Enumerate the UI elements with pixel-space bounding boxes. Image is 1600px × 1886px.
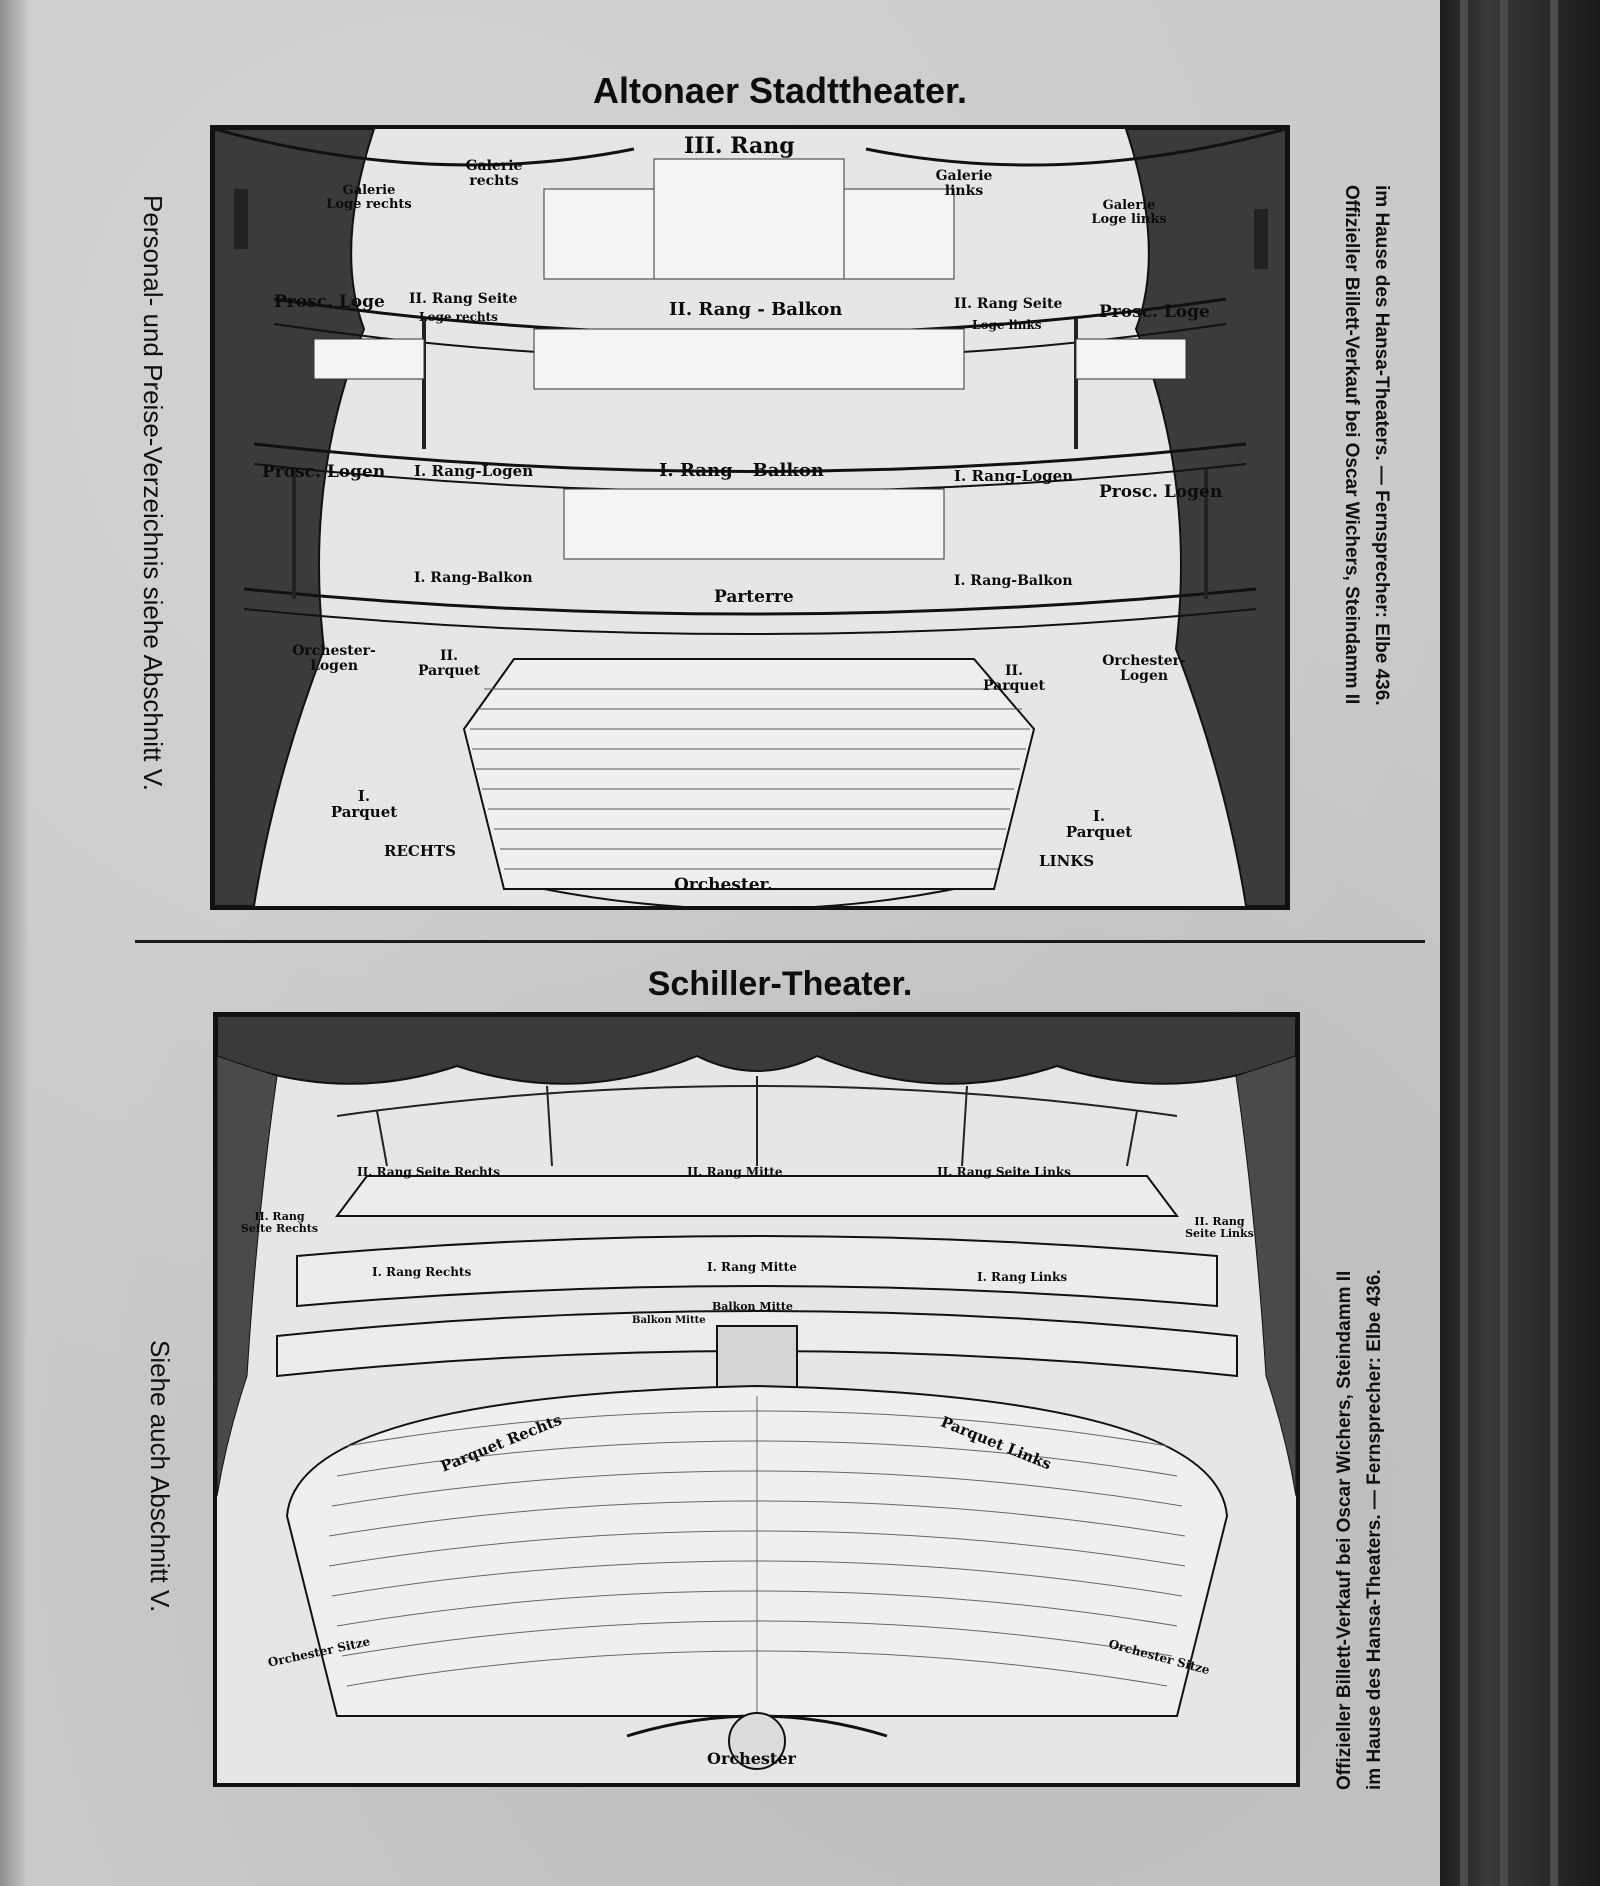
label-parterre: Parterre — [714, 587, 794, 607]
adjacent-pages-edge — [1440, 0, 1600, 1886]
label-i-parquet-left: I. Parquet — [330, 787, 398, 821]
label-rechts: RECHTS — [384, 842, 457, 860]
label-balkon-mitte-2: Balkon Mitte — [632, 1315, 706, 1326]
label-orchester-schiller: Orchester — [707, 1749, 796, 1768]
label-ii-rang-seite-links: II. Rang Seite Links — [937, 1165, 1071, 1179]
label-i-rang-rechts: I. Rang Rechts — [372, 1265, 472, 1279]
label-prosc-logen-left: Prosc. Logen — [262, 462, 386, 482]
label-galerie-loge-rechts: Galerie Loge rechts — [326, 183, 412, 212]
label-prosc-loge-right: Prosc. Loge — [1099, 302, 1210, 322]
label-ii-rang-balkon: II. Rang - Balkon — [669, 299, 843, 320]
label-i-rang-balkon-left: I. Rang-Balkon — [414, 570, 533, 586]
ticket-sale-note-bottom-line1: Offizieller Billett-Verkauf bei Oscar Wi… — [1334, 1270, 1355, 1790]
label-iii-rang: III. Rang — [684, 133, 795, 159]
label-balkon-mitte: Balkon Mitte — [712, 1300, 793, 1313]
schiller-plan-drawing — [217, 1016, 1296, 1770]
label-galerie-links: Galerie links — [935, 168, 993, 199]
side-note-siehe-auch: Siehe auch Abschnitt V. — [145, 1340, 175, 1613]
label-ii-rang-seite-links-side: II. Rang Seite Links — [1185, 1215, 1254, 1240]
label-i-rang-balkon: I. Rang - Balkon — [659, 460, 824, 481]
label-galerie-loge-links: Galerie Loge links — [1091, 198, 1167, 227]
ticket-sale-note-top-line1: Offizieller Billett-Verkauf bei Oscar Wi… — [1341, 185, 1362, 705]
binding-edge — [0, 0, 28, 1886]
label-ii-rang-seite-left: II. Rang Seite — [409, 291, 518, 307]
title-schiller-theater: Schiller-Theater. — [647, 965, 913, 1003]
label-ii-parquet-left: II. Parquet — [418, 648, 480, 679]
label-i-rang-logen-right: I. Rang-Logen — [954, 467, 1074, 485]
label-orchester-altona: Orchester. — [674, 875, 773, 895]
side-note-personal-preise: Personal- und Preise-Verzeichnis siehe A… — [138, 195, 168, 791]
label-ii-rang-seite-rechts: II. Rang Seite Rechts — [357, 1165, 501, 1179]
label-ii-rang-seite-rechts-side: II. Rang Seite Rechts — [240, 1210, 319, 1235]
label-orchester-logen-left: Orchester-Logen — [292, 643, 376, 674]
label-ii-parquet-right: II. Parquet — [983, 663, 1045, 694]
label-i-rang-balkon-right: I. Rang-Balkon — [954, 573, 1073, 589]
label-galerie-rechts: Galerie rechts — [465, 158, 523, 189]
ticket-sale-note-top-line2: im Hause des Hansa-Theaters. — Fernsprec… — [1371, 185, 1392, 706]
label-orchester-logen-right: Orchester-Logen — [1102, 653, 1186, 684]
label-links: LINKS — [1039, 852, 1095, 870]
label-prosc-loge-left: Prosc. Loge — [274, 292, 385, 312]
label-i-rang-mitte: I. Rang Mitte — [707, 1260, 797, 1274]
label-i-rang-logen-left: I. Rang-Logen — [414, 462, 534, 480]
altonaer-seating-plan: III. Rang Galerie rechts Galerie links G… — [210, 125, 1290, 910]
label-loge-rechts: Loge rechts — [419, 310, 498, 324]
label-prosc-logen-right: Prosc. Logen — [1099, 482, 1223, 502]
label-ii-rang-mitte: II. Rang Mitte — [687, 1165, 783, 1179]
title-altonaer-stadttheater: Altonaer Stadttheater. — [592, 70, 968, 111]
label-ii-rang-seite-right: II. Rang Seite — [954, 296, 1063, 312]
schiller-seating-plan: II. Rang Seite Rechts II. Rang Mitte II.… — [213, 1012, 1300, 1787]
label-i-rang-links: I. Rang Links — [977, 1270, 1068, 1284]
section-divider — [135, 940, 1425, 943]
ticket-sale-note-bottom-line2: im Hause des Hansa-Theaters. — Fernsprec… — [1364, 1269, 1385, 1790]
label-loge-links: Loge links — [972, 318, 1042, 332]
altonaer-plan-drawing — [214, 129, 1286, 906]
label-i-parquet-right: I. Parquet — [1065, 807, 1133, 841]
